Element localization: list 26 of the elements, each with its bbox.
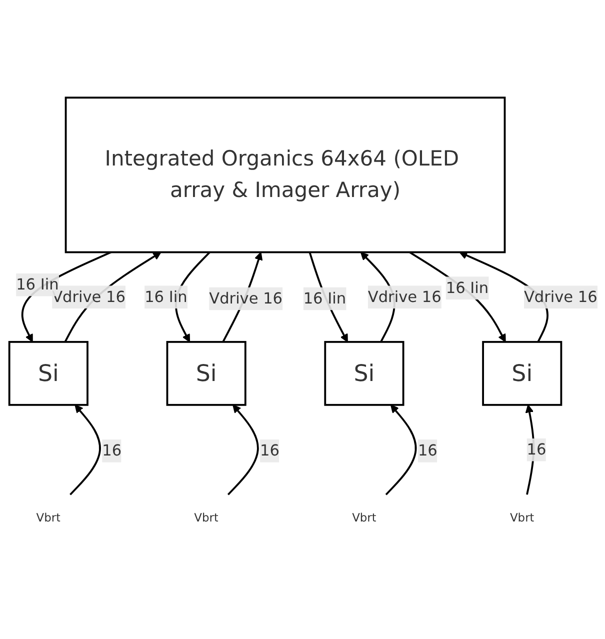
edge-label: 16 — [418, 442, 438, 460]
node-box: Si — [482, 341, 562, 406]
edge-label: 16 — [102, 442, 122, 460]
node-text: Vbrt — [510, 511, 534, 525]
edge-label: Vdrive 16 — [368, 288, 442, 306]
node-box: Si — [8, 341, 88, 406]
node-text: Vbrt — [352, 511, 376, 525]
node-text: Vbrt — [36, 511, 61, 525]
edge-label: 16 Iin — [303, 290, 346, 308]
node-text: Vbrt — [194, 511, 218, 525]
arrow — [409, 252, 506, 343]
edge-label: 16 — [526, 440, 546, 459]
arrow — [70, 405, 101, 496]
arrow — [525, 405, 535, 496]
arrow — [227, 405, 259, 496]
arrow — [385, 405, 417, 496]
node-box: Si — [324, 341, 404, 406]
edge-label: 16 Iin — [16, 276, 59, 294]
edge-label: Vdrive 16 — [209, 290, 283, 308]
node-box: Si — [166, 341, 246, 406]
edge-label: Vdrive 16 — [52, 288, 126, 306]
edge-label: 16 Iin — [446, 278, 489, 298]
node-box: Integrated Organics 64x64 (OLED array & Imager Array) — [64, 97, 506, 254]
edge-label: 16 — [260, 442, 280, 460]
edge-label: 16 Iin — [144, 288, 188, 306]
edge-label: Vdrive 16 — [524, 288, 598, 306]
